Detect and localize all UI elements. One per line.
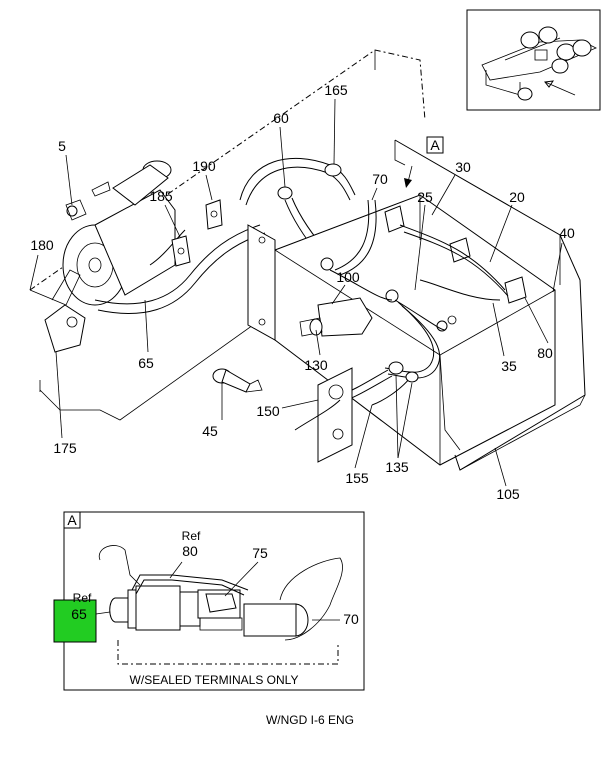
callout-labels: 5 165 60 190 185 70 30 25 20 40 180 100 … bbox=[30, 82, 575, 502]
callout-65: 65 bbox=[138, 355, 154, 371]
callout-105: 105 bbox=[496, 486, 520, 502]
detail-callout-75: 75 bbox=[252, 545, 268, 561]
callout-80: 80 bbox=[537, 345, 553, 361]
detail-ref-word-65: Ref bbox=[73, 591, 92, 605]
callout-185: 185 bbox=[149, 188, 173, 204]
callout-45: 45 bbox=[202, 423, 218, 439]
diagram-footer: W/NGD I-6 ENG bbox=[266, 713, 354, 727]
callout-180: 180 bbox=[30, 237, 54, 253]
callout-135: 135 bbox=[385, 459, 409, 475]
callout-150: 150 bbox=[256, 403, 280, 419]
callout-155: 155 bbox=[345, 470, 369, 486]
callout-60: 60 bbox=[273, 110, 289, 126]
leader-lines bbox=[29, 98, 563, 487]
callout-30: 30 bbox=[455, 159, 471, 175]
section-marker-a: A bbox=[404, 136, 444, 188]
detail-ref-word-80: Ref bbox=[182, 529, 201, 543]
highlight-ref-65 bbox=[53, 599, 97, 643]
callout-175: 175 bbox=[53, 440, 77, 456]
detail-ref-num-65: 65 bbox=[71, 606, 87, 622]
main-assembly bbox=[29, 49, 586, 471]
callout-130: 130 bbox=[304, 357, 328, 373]
callout-190: 190 bbox=[192, 158, 216, 174]
callout-40: 40 bbox=[559, 225, 575, 241]
detail-ref-num-80: 80 bbox=[182, 543, 198, 559]
locator-inset bbox=[466, 9, 601, 111]
battery-box bbox=[274, 139, 586, 471]
bolt-part bbox=[212, 368, 263, 393]
detail-label: A bbox=[67, 512, 77, 528]
callout-70: 70 bbox=[372, 171, 388, 187]
callout-5: 5 bbox=[58, 138, 66, 154]
detail-callout-70: 70 bbox=[343, 611, 359, 627]
detail-a-box: A Ref 80 75 Ref 65 70 W/SEALED TERMINALS… bbox=[53, 511, 365, 691]
callout-20: 20 bbox=[509, 189, 525, 205]
callout-165: 165 bbox=[324, 82, 348, 98]
starter-motor bbox=[44, 160, 176, 353]
detail-caption: W/SEALED TERMINALS ONLY bbox=[130, 673, 299, 687]
section-label: A bbox=[430, 137, 440, 153]
callout-35: 35 bbox=[501, 358, 517, 374]
callout-25: 25 bbox=[417, 189, 433, 205]
callout-100: 100 bbox=[336, 269, 360, 285]
